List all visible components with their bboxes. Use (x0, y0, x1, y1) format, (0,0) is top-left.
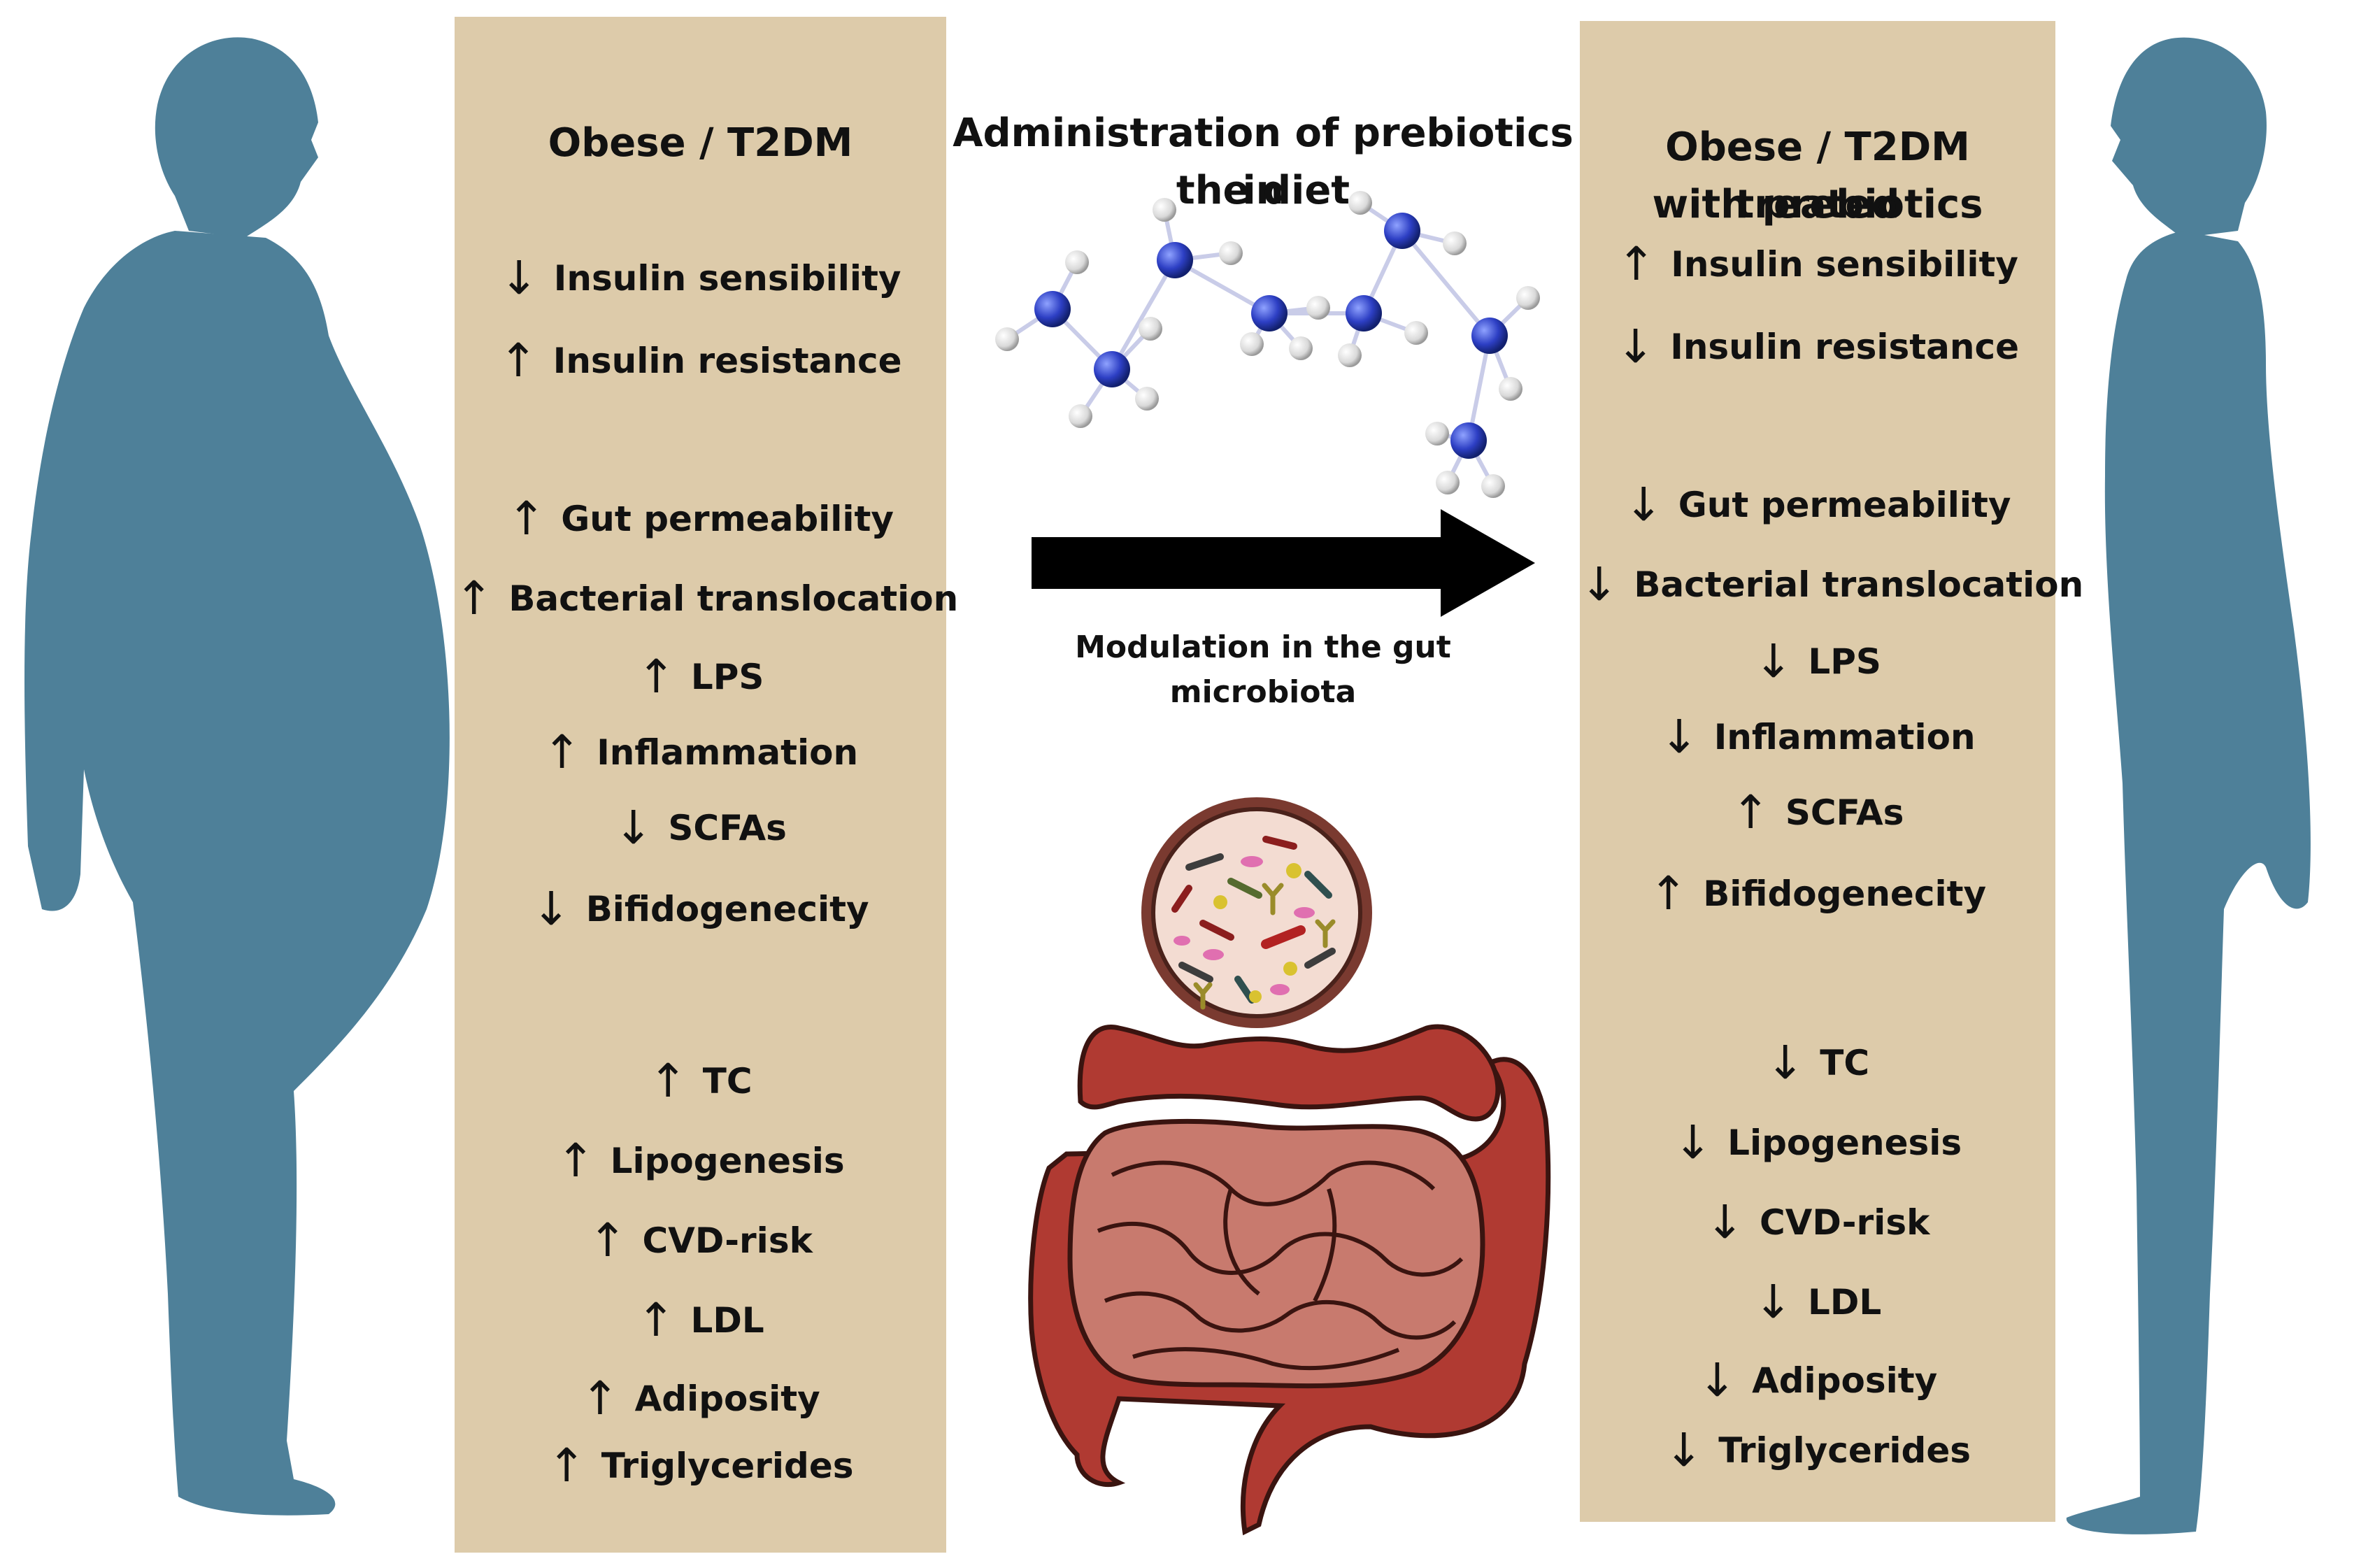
down-arrow-icon: ↓ (1664, 1423, 1704, 1477)
left-panel-item: ↑ Lipogenesis (455, 1134, 946, 1188)
left-panel-item-label: Gut permeability (561, 499, 894, 539)
right-panel-item-label: Bifidogenecity (1703, 874, 1987, 914)
left-panel-item: ↑ LDL (455, 1293, 946, 1347)
up-arrow-icon: ↑ (506, 492, 546, 546)
down-arrow-icon: ↓ (1765, 1036, 1805, 1090)
down-arrow-icon: ↓ (1660, 710, 1699, 764)
right-panel-item-label: Adiposity (1752, 1360, 1938, 1401)
right-panel-item-label: Insulin resistance (1670, 327, 2020, 367)
right-panel-item-label: SCFAs (1785, 792, 1904, 833)
left-panel-item: ↓ SCFAs (455, 801, 946, 855)
right-panel-item-label: Inflammation (1713, 717, 1976, 757)
right-panel-item-label: LDL (1808, 1282, 1882, 1323)
left-panel-item: ↑ LPS (455, 650, 946, 704)
down-arrow-icon: ↓ (1615, 320, 1655, 373)
center-heading-line2: the diet (1176, 168, 1350, 213)
up-arrow-icon: ↑ (636, 1293, 676, 1347)
right-panel-item: ↓ Adiposity (1580, 1353, 2055, 1407)
right-panel-title-line2: with prebiotics (1652, 182, 1983, 227)
up-arrow-icon: ↑ (636, 650, 676, 704)
center-caption-line1: Modulation in the gut (1075, 629, 1451, 665)
down-arrow-icon: ↓ (1753, 1275, 1793, 1329)
left-panel-item-label: Bifidogenecity (585, 889, 869, 929)
up-arrow-icon: ↑ (580, 1371, 620, 1425)
right-panel-item: ↓ Gut permeability (1580, 478, 2055, 532)
up-arrow-icon: ↑ (455, 571, 494, 625)
right-panel-item: ↓ LDL (1580, 1275, 2055, 1329)
left-panel-item: ↑ Adiposity (455, 1371, 946, 1425)
left-panel-item: ↑ Bacterial translocation (455, 571, 958, 625)
center-caption-line2: microbiota (1169, 674, 1357, 710)
right-panel-item-label: Insulin sensibility (1671, 244, 2019, 285)
down-arrow-icon: ↓ (1705, 1195, 1744, 1249)
up-arrow-icon: ↑ (588, 1213, 627, 1267)
left-panel-item: ↓ Insulin sensibility (455, 251, 946, 305)
up-arrow-icon: ↑ (542, 725, 582, 779)
down-arrow-icon: ↓ (1697, 1353, 1737, 1407)
left-panel-item-label: Lipogenesis (610, 1141, 845, 1181)
down-arrow-icon: ↓ (532, 882, 571, 936)
obese-person-silhouette-icon (24, 37, 450, 1516)
left-panel-item: ↑ TC (455, 1054, 946, 1108)
right-panel-item-label: Lipogenesis (1727, 1122, 1962, 1163)
left-panel-item-label: Adiposity (634, 1378, 820, 1419)
down-arrow-icon: ↓ (1624, 478, 1663, 532)
right-panel-item-label: Gut permeability (1678, 485, 2011, 525)
right-panel-item: ↑ Insulin sensibility (1580, 237, 2055, 291)
left-panel-item: ↑ Inflammation (455, 725, 946, 779)
down-arrow-icon: ↓ (1673, 1116, 1713, 1169)
obese-t2dm-panel: Obese / T2DM ↓ Insulin sensibility ↑ Insuli… (455, 17, 958, 1553)
up-arrow-icon: ↑ (648, 1054, 687, 1108)
right-panel-item: ↑ SCFAs (1580, 785, 2055, 839)
right-panel-item: ↓ TC (1580, 1036, 2055, 1090)
left-panel-item: ↑ Insulin resistance (455, 334, 946, 387)
down-arrow-icon: ↓ (614, 801, 653, 855)
left-panel-item-label: LPS (690, 657, 764, 697)
left-panel-item-label: CVD-risk (642, 1220, 813, 1261)
right-panel-title-line1: Obese / T2DM treated (1665, 124, 1970, 227)
right-panel-item: ↓ Insulin resistance (1580, 320, 2055, 373)
right-panel-item-label: Bacterial translocation (1634, 564, 2084, 605)
down-arrow-icon: ↓ (499, 251, 538, 305)
thin-person-silhouette-icon (2066, 37, 2311, 1534)
treated-panel: Obese / T2DM treated with prebiotics ↑ In… (1580, 21, 2083, 1522)
left-panel-item-label: TC (702, 1061, 753, 1102)
left-panel-item: ↓ Bifidogenecity (455, 882, 946, 936)
right-panel-item: ↓ CVD-risk (1580, 1195, 2055, 1249)
right-panel-item-label: TC (1820, 1043, 1870, 1083)
center-heading-line1: Administration of prebiotics in (953, 111, 1574, 213)
left-panel-item-label: LDL (690, 1300, 764, 1341)
left-panel-item-label: Triglycerides (601, 1446, 854, 1486)
left-panel-item-label: Insulin resistance (552, 341, 902, 381)
right-panel-item: ↓ LPS (1580, 634, 2055, 688)
up-arrow-icon: ↑ (1648, 867, 1688, 920)
down-arrow-icon: ↓ (1580, 557, 1619, 611)
right-panel-item-label: CVD-risk (1759, 1202, 1930, 1243)
left-panel-item: ↑ CVD-risk (455, 1213, 946, 1267)
up-arrow-icon: ↑ (1731, 785, 1770, 839)
right-panel-item: ↓ Lipogenesis (1580, 1116, 2055, 1169)
up-arrow-icon: ↑ (499, 334, 538, 387)
up-arrow-icon: ↑ (1616, 237, 1656, 291)
up-arrow-icon: ↑ (556, 1134, 595, 1188)
right-panel-item: ↑ Bifidogenecity (1580, 867, 2055, 920)
right-panel-item: ↓ Inflammation (1580, 710, 2055, 764)
right-panel-item-label: Triglycerides (1718, 1430, 1971, 1471)
up-arrow-icon: ↑ (547, 1439, 586, 1492)
right-panel-item: ↓ Triglycerides (1580, 1423, 2055, 1477)
left-panel-item-label: Bacterial translocation (508, 578, 959, 619)
left-panel-item: ↑ Gut permeability (455, 492, 946, 546)
right-panel-item-label: LPS (1808, 641, 1881, 682)
left-panel-item-label: Insulin sensibility (553, 258, 901, 299)
right-panel-item: ↓ Bacterial translocation (1580, 557, 2083, 611)
left-panel-title: Obese / T2DM (548, 120, 853, 166)
left-panel-item-label: Inflammation (597, 732, 859, 773)
left-panel-item-label: SCFAs (668, 808, 787, 848)
left-panel-item: ↑ Triglycerides (455, 1439, 946, 1492)
down-arrow-icon: ↓ (1754, 634, 1793, 688)
